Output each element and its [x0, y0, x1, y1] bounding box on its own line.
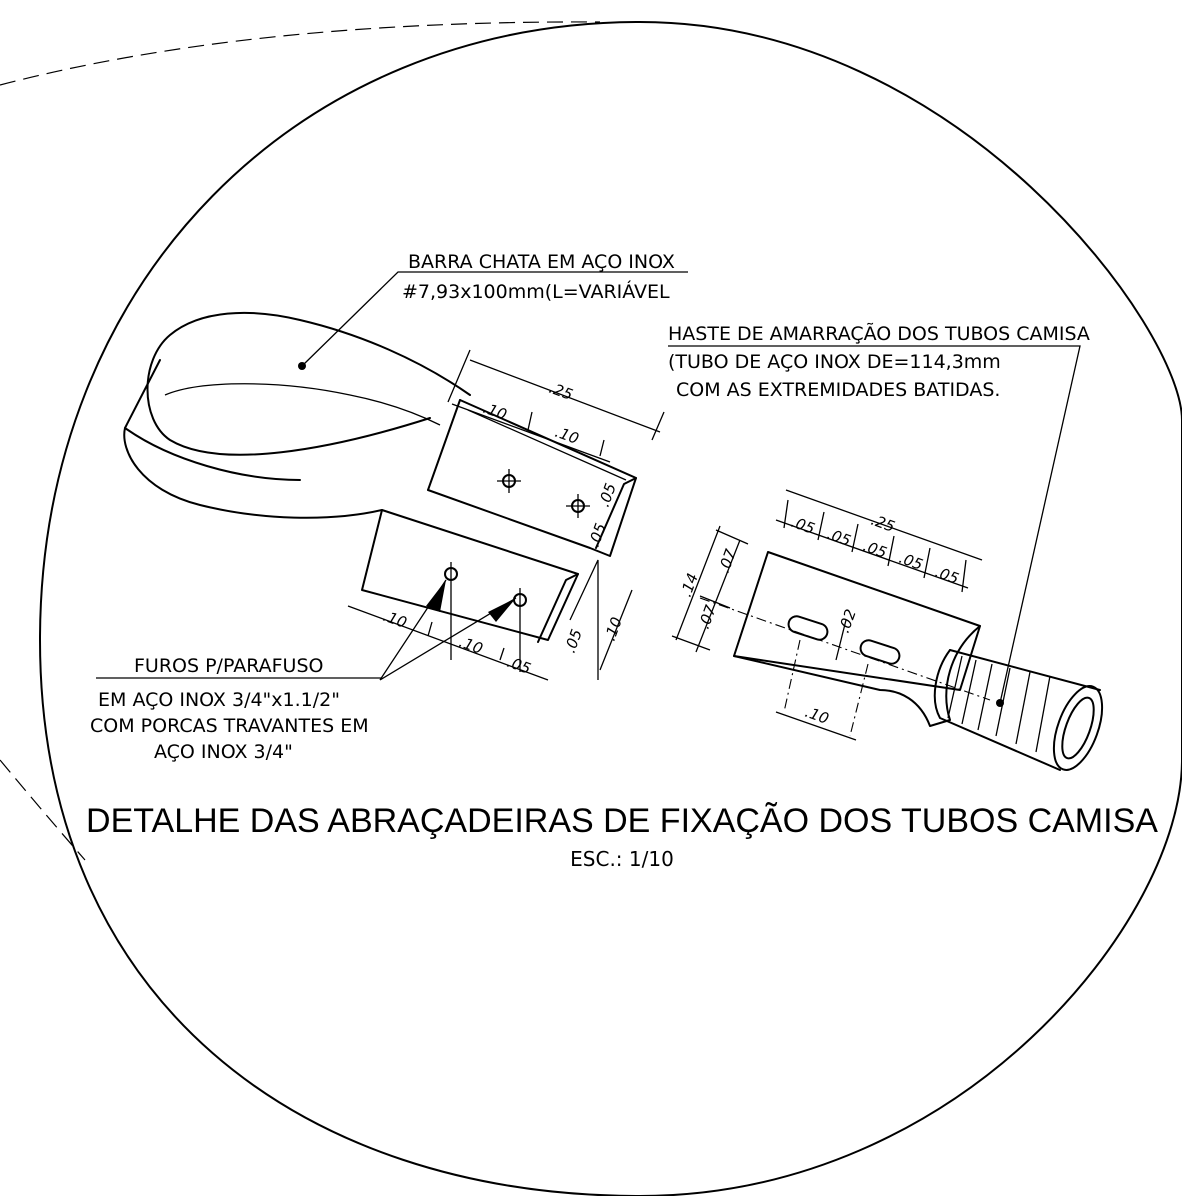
- drawing-scale: ESC.: 1/10: [570, 847, 674, 871]
- dim-clamp-right-b: .10: [601, 615, 626, 644]
- note-haste-line2: (TUBO DE AÇO INOX DE=114,3mm: [668, 351, 1001, 373]
- dim-clamp-top-b: .10: [553, 423, 582, 448]
- dim-clamp-bottom-a: .10: [381, 607, 410, 632]
- dim-rod-left-total: .14: [677, 571, 702, 600]
- note-furos-line4: AÇO INOX 3/4": [154, 741, 293, 763]
- note-barra-line2: #7,93x100mm(L=VARIÁVEL: [402, 280, 670, 303]
- dim-rod-top-1: .05: [789, 513, 818, 538]
- dim-clamp-right-a: .05: [561, 627, 586, 656]
- rod-part: [668, 345, 1104, 771]
- note-haste-line1: HASTE DE AMARRAÇÃO DOS TUBOS CAMISA: [668, 322, 1090, 345]
- dim-rod-slot-gap: .02: [835, 607, 860, 636]
- dim-clamp-side-a: .05: [595, 481, 620, 510]
- detail-circle: [39, 21, 1182, 1196]
- drawing-title: DETALHE DAS ABRAÇADEIRAS DE FIXAÇÃO DOS …: [86, 802, 1158, 840]
- note-furos-line1: FUROS P/PARAFUSO: [134, 655, 323, 677]
- clamp-part: [123, 271, 688, 681]
- dim-clamp-bottom-b: .10: [457, 633, 486, 658]
- dim-rod-top-total: .25: [869, 511, 898, 536]
- dim-rod-left-b: .07: [695, 602, 720, 631]
- note-haste-line3: COM AS EXTREMIDADES BATIDAS.: [676, 379, 1000, 401]
- dim-rod-top-4: .05: [897, 549, 926, 574]
- note-furos-line2: EM AÇO INOX 3/4"x1.1/2": [98, 689, 340, 711]
- dim-rod-bottom: .10: [803, 703, 832, 728]
- note-furos-line3: COM PORCAS TRAVANTES EM: [90, 715, 369, 737]
- dim-clamp-bottom-c: .05: [505, 653, 534, 678]
- dim-clamp-top-total: .25: [547, 379, 576, 404]
- note-barra-line1: BARRA CHATA EM AÇO INOX: [408, 251, 675, 273]
- dashed-reference-curve-top: [0, 21, 601, 86]
